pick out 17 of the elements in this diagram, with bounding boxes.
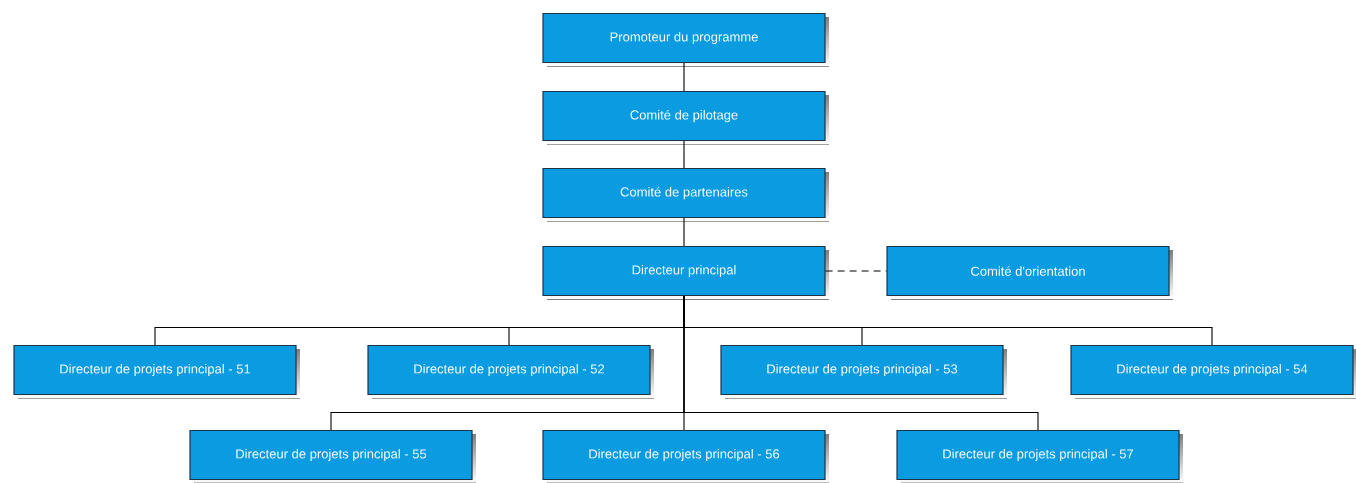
org-box: Directeur de projets principal - 57 xyxy=(896,429,1183,483)
org-box: Directeur de projets principal - 51 xyxy=(13,344,300,399)
org-box: Directeur de projets principal - 56 xyxy=(542,429,829,483)
org-box: Directeur de projets principal - 54 xyxy=(1070,344,1356,399)
connector-line xyxy=(683,62,685,92)
org-box: Comité d'orientation xyxy=(886,245,1173,300)
org-box: Directeur de projets principal - 52 xyxy=(367,344,654,399)
org-box: Directeur de projets principal - 53 xyxy=(720,344,1007,399)
org-box: Directeur principal xyxy=(542,245,829,300)
connector-line xyxy=(825,270,887,272)
connector-line xyxy=(683,295,1039,431)
org-box: Comité de pilotage xyxy=(542,90,829,145)
org-box: Directeur de projets principal - 55 xyxy=(189,429,476,483)
org-box: Promoteur du programme xyxy=(542,12,829,67)
org-box: Comité de partenaires xyxy=(542,167,829,222)
connector-line xyxy=(683,217,685,247)
connector-line xyxy=(683,140,685,169)
